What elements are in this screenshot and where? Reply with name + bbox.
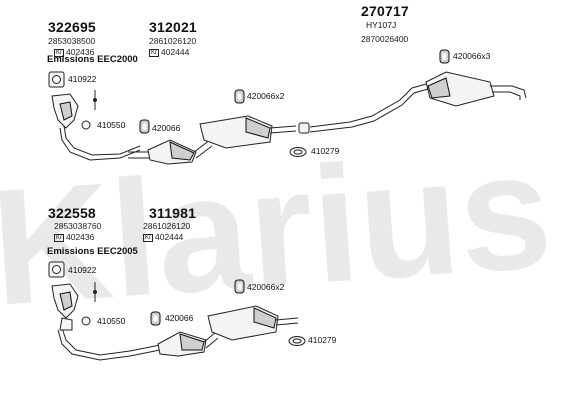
bottom-gasket-label: 410922 xyxy=(68,265,97,275)
manifold-icon-bottom xyxy=(51,283,161,361)
sensor-icon-bottom xyxy=(81,282,97,326)
top-part-b-kr-value: 402444 xyxy=(161,47,190,57)
top-part-b-number: 312021 xyxy=(149,19,197,35)
tailpipe-icon xyxy=(309,83,429,133)
bottom-part-b-number: 311981 xyxy=(149,205,197,221)
top-part-c-oe: 2870026400 xyxy=(361,34,409,44)
centre-silencer-icon-bottom xyxy=(203,305,299,349)
top-mount-c-label: 420066x3 xyxy=(453,51,491,61)
mount-c-icon xyxy=(439,49,450,64)
kr-badge-icon: Kr xyxy=(54,49,64,57)
mount-b-icon xyxy=(234,89,245,104)
bottom-part-b-kr-value: 402444 xyxy=(155,232,184,242)
top-part-c-number: 270717 xyxy=(361,3,409,19)
top-clamp-label: 410279 xyxy=(311,146,340,156)
sensor-icon xyxy=(81,90,97,130)
top-part-c-alt: HY107J xyxy=(366,20,397,30)
manifold-icon xyxy=(51,93,141,161)
clamp-icon xyxy=(289,147,307,157)
clamp-icon-bottom xyxy=(288,336,306,346)
gasket-icon-bottom xyxy=(48,261,65,278)
top-gasket-label: 410922 xyxy=(68,74,97,84)
bottom-part-a-kr-value: 402436 xyxy=(66,232,95,242)
kr-badge-icon: Kr xyxy=(143,234,153,242)
bottom-mount-a-label: 420066 xyxy=(165,313,194,323)
bottom-clamp-label: 410279 xyxy=(308,335,337,345)
top-part-a-kr-value: 402436 xyxy=(66,47,95,57)
mount-a-icon-bottom xyxy=(150,311,161,326)
kr-badge-icon: Kr xyxy=(54,234,64,242)
gasket-icon xyxy=(48,71,65,88)
top-sensor-label: 410550 xyxy=(97,120,126,130)
connector-icon xyxy=(298,122,310,134)
catalyst-icon xyxy=(128,139,197,165)
centre-silencer-icon xyxy=(193,115,297,159)
bottom-mount-b-label: 420066x2 xyxy=(247,282,285,292)
rear-silencer-icon xyxy=(425,71,527,107)
mount-b-icon-bottom xyxy=(234,279,245,294)
top-emissions-label: Emissions EEC2000 xyxy=(47,54,138,65)
top-mount-a-label: 420066 xyxy=(152,123,181,133)
bottom-part-a-oe: 2853038760 xyxy=(54,221,102,231)
bottom-sensor-label: 410550 xyxy=(97,316,126,326)
top-part-a-oe: 2853038500 xyxy=(48,36,96,46)
top-part-b-oe: 2861026120 xyxy=(149,36,197,46)
watermark-text: Klarius xyxy=(0,117,557,340)
bottom-emissions-label: Emissions EEC2005 xyxy=(47,246,138,257)
bottom-part-b-oe: 2861026120 xyxy=(143,221,191,231)
catalyst-icon-bottom xyxy=(157,331,207,357)
bottom-part-a-number: 322558 xyxy=(48,205,96,221)
top-mount-b-label: 420066x2 xyxy=(247,91,285,101)
top-part-a-number: 322695 xyxy=(48,19,96,35)
mount-a-icon xyxy=(139,119,150,134)
kr-badge-icon: Kr xyxy=(149,49,159,57)
